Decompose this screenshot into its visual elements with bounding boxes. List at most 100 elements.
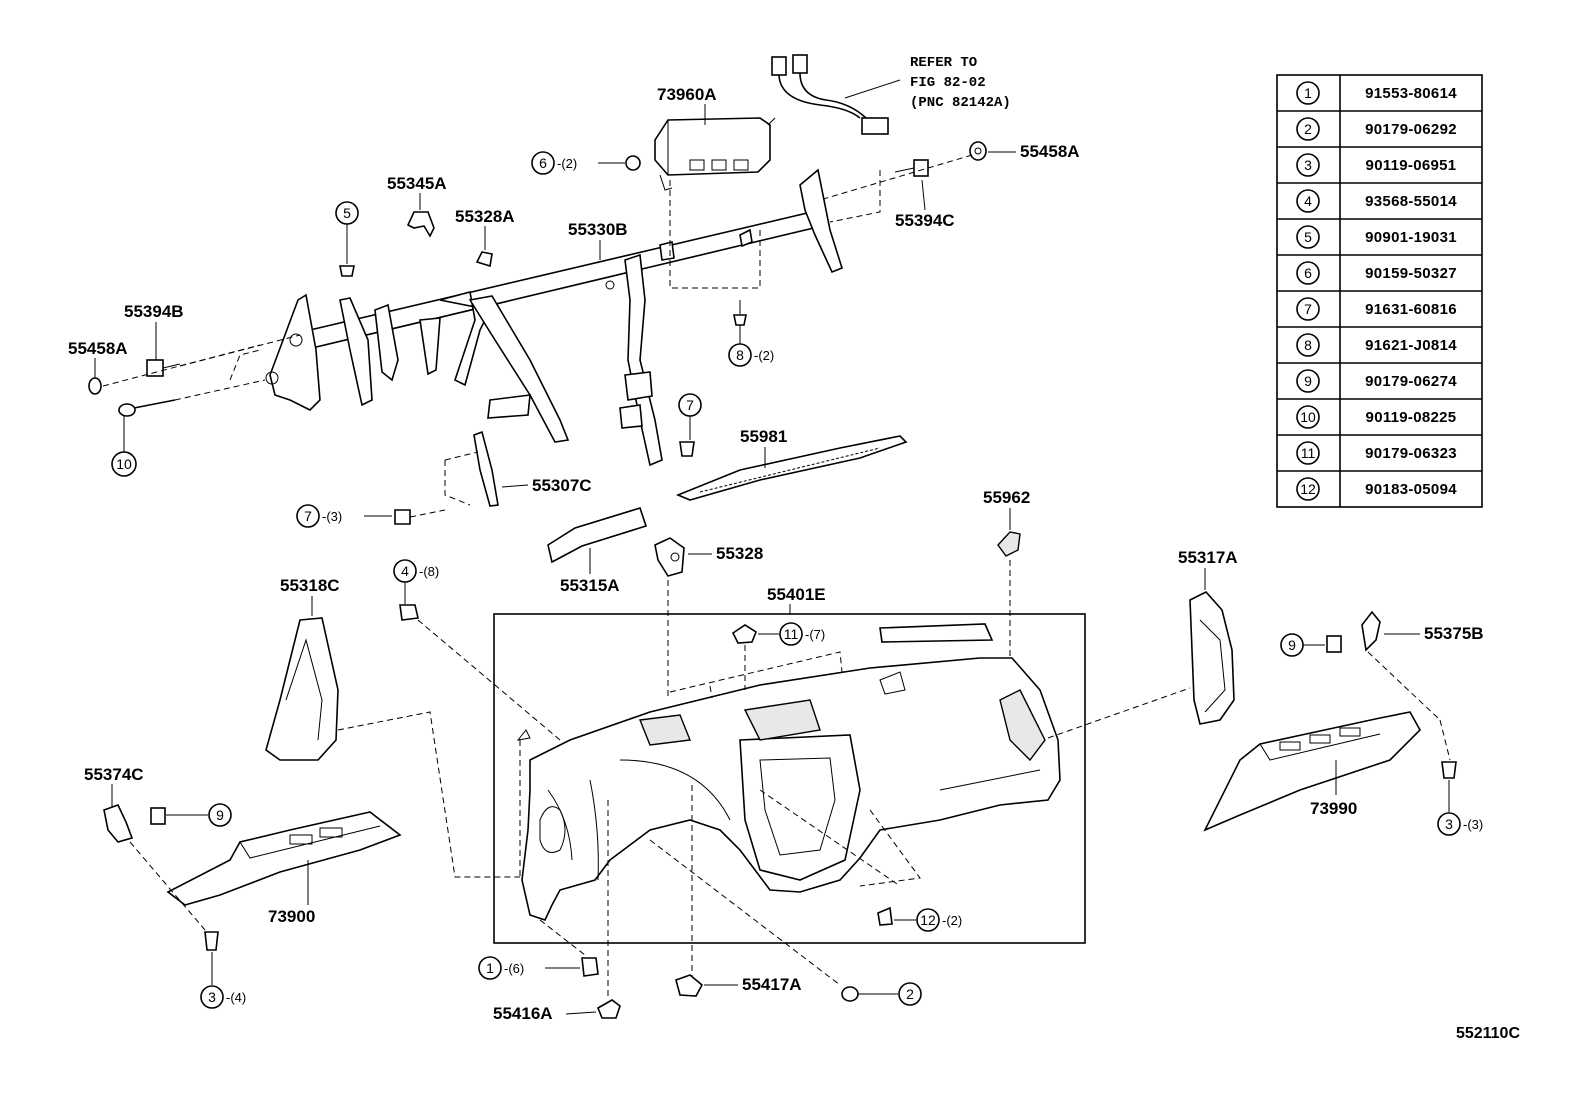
callout-7-lower: 7 -(3) [296,504,446,528]
callout-circle [1296,261,1320,285]
callout-11: 11 -(7) [669,622,843,699]
callout-3-left: 3 -(4) [129,841,246,1009]
svg-text:2: 2 [906,986,914,1002]
table-row: 1 91553-80614 [1296,81,1457,105]
svg-text:-(2): -(2) [557,156,577,171]
table-row: 10 90119-08225 [1296,405,1457,429]
callout-9-right: 9 [1280,633,1342,657]
callout-circle [1296,189,1320,213]
callout-6: 6 -(2) [531,151,641,175]
label-55981: 55981 [740,427,787,446]
table-part-number: 90179-06274 [1365,373,1457,390]
instrument-panel-box [493,613,1086,944]
table-callout-number: 2 [1304,121,1312,137]
bracket-55374C [103,804,134,843]
label-55330B: 55330B [568,220,628,239]
clip-55417A [675,974,704,997]
svg-text:-(2): -(2) [754,348,774,363]
callout-1: 1 -(6) [478,919,599,980]
callout-circle [1296,153,1320,177]
table-callout-number: 11 [1301,445,1316,461]
label-55307C: 55307C [532,476,592,495]
label-55458A-top: 55458A [1020,142,1080,161]
bolt-55394B [146,359,181,377]
nut-55458A-left [88,377,102,395]
svg-text:11: 11 [784,626,799,642]
callout-12: 12 -(2) [877,906,962,932]
instrument-panel-55401E [521,657,1061,921]
svg-text:-(3): -(3) [1463,817,1483,832]
table-callout-number: 9 [1304,373,1312,389]
table-callout-number: 6 [1304,265,1312,281]
label-55375B: 55375B [1424,624,1484,643]
label-55401E: 55401E [767,585,826,604]
label-55328A: 55328A [455,207,515,226]
label-55345A: 55345A [387,174,447,193]
label-55374C: 55374C [84,765,144,784]
table-callout-number: 3 [1304,157,1312,173]
svg-text:12: 12 [920,912,936,928]
svg-text:-(4): -(4) [226,990,246,1005]
callout-10: 10 [111,379,266,477]
label-73960A: 73960A [657,85,717,104]
svg-text:5: 5 [343,205,351,221]
table-callout-number: 8 [1304,337,1312,353]
label-55315A: 55315A [560,576,620,595]
callout-circle [1296,297,1320,321]
clip-55416A [596,999,621,1019]
bolt-55394C [894,159,929,177]
label-55328: 55328 [716,544,763,563]
table-callout-number: 1 [1304,85,1312,101]
refer-note-line3: (PNC 82142A) [910,95,1011,111]
label-73900: 73900 [268,907,315,926]
label-55318C: 55318C [280,576,340,595]
label-55962: 55962 [983,488,1030,507]
table-part-number: 90119-06951 [1366,157,1457,174]
callout-9-left: 9 [150,803,232,827]
callout-circle [1296,477,1320,501]
label-55458A-left: 55458A [68,339,128,358]
defroster-nozzle-55981 [675,435,908,501]
svg-text:-(3): -(3) [322,509,342,524]
svg-text:8: 8 [736,347,744,363]
svg-text:3: 3 [208,989,216,1005]
table-part-number: 90119-08225 [1366,409,1457,426]
table-callout-number: 10 [1300,409,1316,425]
svg-text:7: 7 [686,397,694,413]
svg-text:-(2): -(2) [942,913,962,928]
table-part-number: 90901-19031 [1365,229,1457,246]
table-part-number: 90159-50327 [1365,265,1457,282]
svg-text:-(7): -(7) [805,627,825,642]
svg-text:-(6): -(6) [504,961,524,976]
callout-4: 4 -(8) [393,559,561,741]
table-callout-number: 4 [1304,193,1312,209]
svg-text:10: 10 [116,456,132,472]
table-part-number: 90179-06292 [1365,121,1457,138]
table-row: 11 90179-06323 [1296,441,1457,465]
glove-box-73900 [166,811,402,906]
label-55417A: 55417A [742,975,802,994]
refer-note-line1: REFER TO [910,55,977,71]
callout-5: 5 [335,201,359,277]
svg-text:6: 6 [539,155,547,171]
label-55317A: 55317A [1178,548,1238,567]
table-part-number: 90179-06323 [1365,445,1457,462]
table-part-number: 91553-80614 [1365,85,1457,102]
table-row: 6 90159-50327 [1296,261,1457,285]
label-73990: 73990 [1310,799,1357,818]
side-panel-55317A [1189,591,1235,725]
knee-airbag-73960A [654,117,776,191]
table-callout-number: 7 [1304,301,1312,317]
svg-text:9: 9 [1288,637,1296,653]
wire-harness [771,54,901,135]
svg-text:3: 3 [1445,816,1453,832]
callout-2: 2 [841,982,922,1006]
svg-text:-(8): -(8) [419,564,439,579]
label-55394C: 55394C [895,211,955,230]
callout-circle [1296,405,1320,429]
callout-circle [1296,81,1320,105]
callout-circle [1296,117,1320,141]
